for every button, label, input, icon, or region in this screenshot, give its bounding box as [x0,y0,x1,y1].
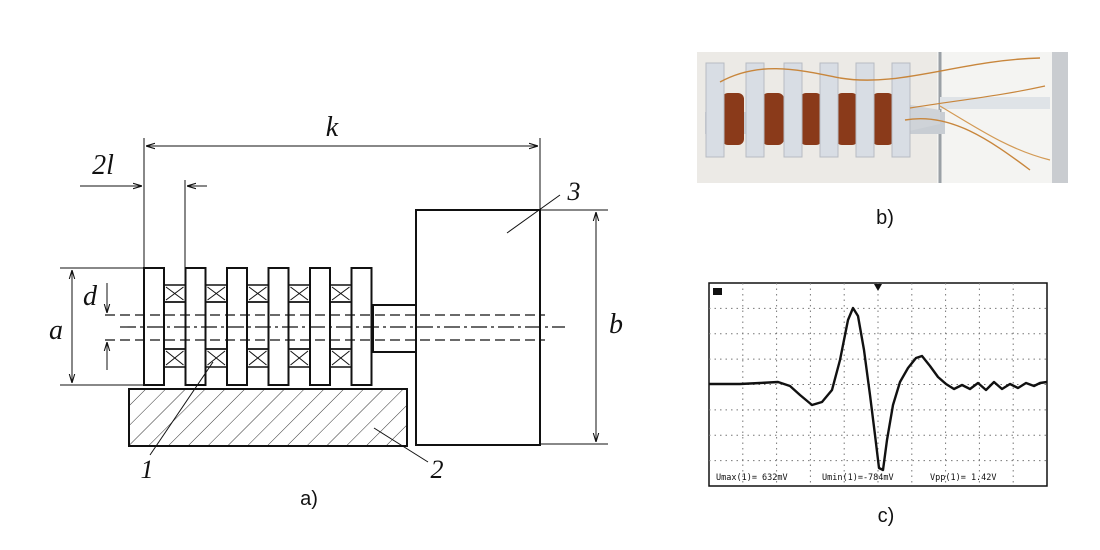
photo-coil [800,93,822,145]
photo-disk [783,62,803,158]
photo-coil [836,93,858,145]
photo-shaft [940,97,1050,109]
photo-coil [722,93,744,145]
photo-disk [891,62,911,158]
photo-wire-4 [939,105,1051,161]
label-1: 1 [141,455,154,484]
panel-c-oscillogram: Umax(1)= 632mV Umin(1)=-784mV Vpp(1)= 1.… [708,282,1048,527]
osc-readout-min: Umin(1)=-784mV [822,473,894,483]
coil-cross [248,350,267,366]
panel-a-drawing: k 2l a d b 1 2 3 a) [49,112,623,510]
leader-2 [373,427,429,463]
photo-coil [762,93,784,145]
coil-cross [165,286,184,301]
leader-1 [149,361,214,456]
panel-a-caption: a) [300,488,318,510]
photo-wire-2 [904,118,1031,171]
photo-wire-1 [719,57,1041,83]
photo-disks [705,62,911,158]
photo-right-post [1052,52,1068,183]
panel-b-caption: b) [876,207,894,229]
dim-a-label: a [49,315,63,346]
label-2: 2 [431,455,444,484]
coil-cross [331,286,350,301]
dim-k-label: k [326,112,339,143]
dim-b-label: b [609,309,623,340]
coils [163,284,353,368]
osc-trace [709,306,1048,472]
disks [143,267,373,386]
label-3: 3 [567,177,581,206]
shaft [372,304,417,353]
trigger-marker-icon [874,284,882,291]
photo-disk [855,62,875,158]
photo-coil [872,93,894,145]
osc-readout-max: Umax(1)= 632mV [716,473,788,483]
dim-d-label: d [83,281,98,312]
photo-disk [819,62,839,158]
coil-cross [165,350,184,366]
coil-cross [207,350,226,366]
panel-b-photo: b) [697,52,1068,229]
panel-c-caption: c) [878,505,895,527]
coil-cross [207,286,226,301]
base-block [128,388,408,447]
coil-cross [290,350,309,366]
photo-wire-3 [909,85,1046,109]
coil-cross [331,350,350,366]
photo-wall [937,52,1068,183]
photo-disk [745,62,765,158]
coil-cross [290,286,309,301]
photo-disk [705,62,725,158]
leader-3 [506,194,561,234]
coil-cross [248,286,267,301]
osc-channel-marker [713,288,722,295]
osc-readout-vpp: Vpp(1)= 1.42V [930,473,997,483]
photo-coils [722,93,894,145]
dim-2l-label: 2l [92,150,114,181]
